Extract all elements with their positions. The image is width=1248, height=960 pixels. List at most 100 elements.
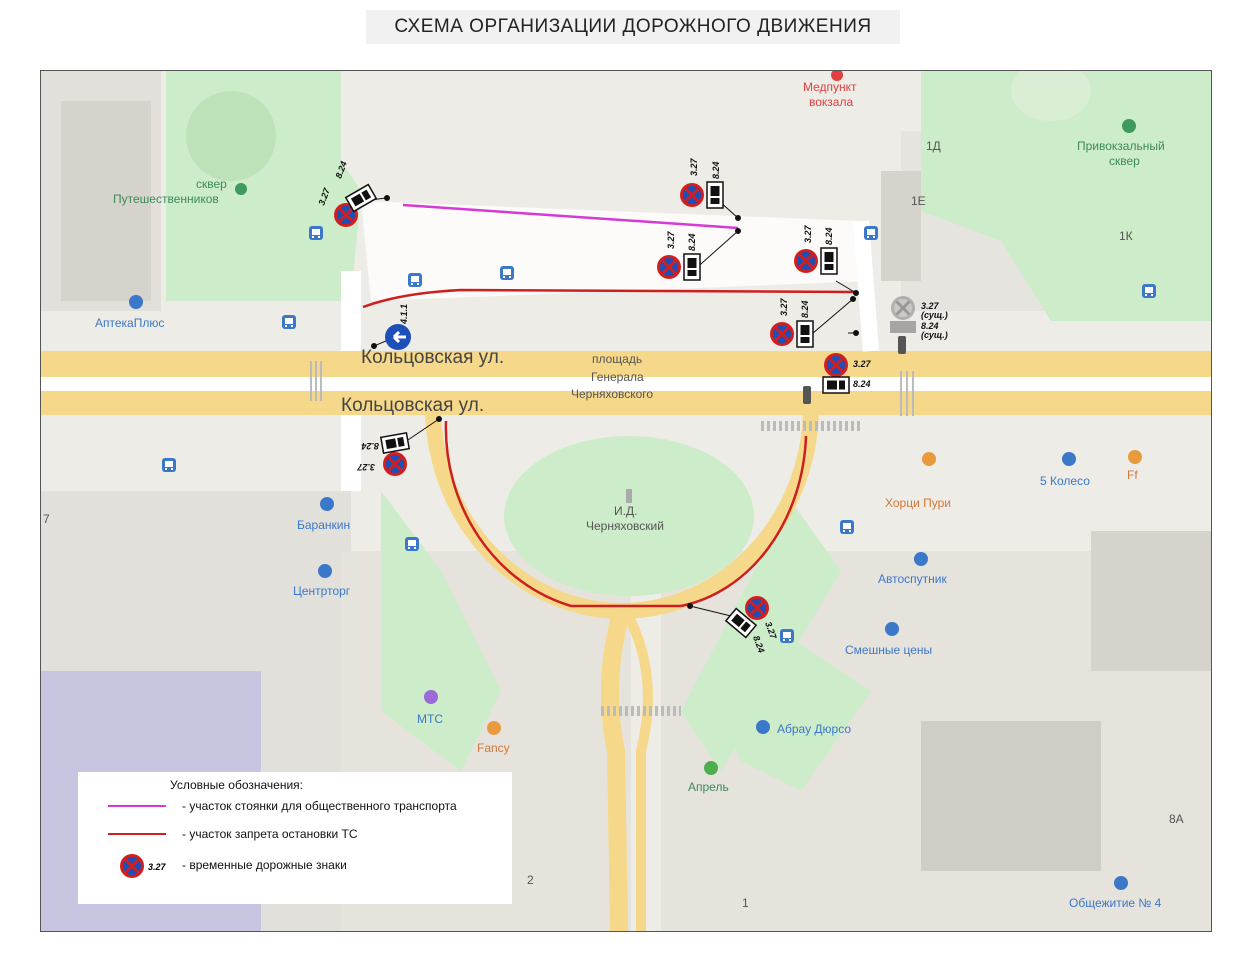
street-label: Кольцовская ул. <box>341 395 484 416</box>
park-icon <box>235 183 247 195</box>
pharmacy-cross-icon <box>704 761 718 775</box>
park-label: сквер <box>1109 154 1140 168</box>
no-stopping-zone-line-east <box>680 435 808 608</box>
bus-stop-icon <box>408 273 422 287</box>
house-number-label: 1 <box>742 896 749 910</box>
bus-stop-icon <box>405 537 419 551</box>
pharmacy-icon <box>129 295 143 309</box>
no-stopping-sign-icon <box>120 854 144 878</box>
sign-code-label: 8.24 <box>853 379 871 389</box>
sign-code-label: 3.27 <box>803 224 813 243</box>
sign-code-label: 3.27 <box>853 359 872 369</box>
plate-sign-icon[interactable] <box>380 432 410 454</box>
monument-label: И.Д. <box>614 504 637 518</box>
legend-bus-zone-swatch <box>108 805 166 807</box>
poi-label: Хорци Пури <box>885 496 951 510</box>
no-stopping-sign-icon[interactable] <box>768 320 796 348</box>
poi-label: вокзала <box>809 95 853 109</box>
legend-title: Условные обозначения: <box>170 778 303 792</box>
poi-label: Апрель <box>688 780 729 794</box>
sign-code-label: 8.24 <box>824 227 834 245</box>
direction-arrow-sign-icon[interactable] <box>385 324 411 350</box>
existing-sign-note: (сущ.) <box>921 310 948 320</box>
poi-label: Медпункт <box>803 80 857 94</box>
poi-label: Абрау Дюрсо <box>777 722 851 736</box>
sign-code-label: 4.1.1 <box>399 304 409 325</box>
no-stopping-sign-icon[interactable] <box>381 450 409 478</box>
house-number-label: 2 <box>527 873 534 887</box>
no-stopping-sign-icon[interactable] <box>822 351 850 379</box>
poi-label: Ff <box>1127 468 1138 482</box>
park-icon <box>1122 119 1136 133</box>
sign-code-label: 3.27 <box>689 157 699 176</box>
legend-sign-swatch: 3.27 <box>120 854 167 878</box>
poi-label: МТС <box>417 712 443 726</box>
sign-code-label: 3.27 <box>356 462 375 472</box>
cafe-icon <box>487 721 501 735</box>
plate-sign-icon[interactable] <box>822 376 850 394</box>
no-stopping-sign-icon[interactable] <box>655 253 683 281</box>
cafe-icon <box>1128 450 1142 464</box>
poi-label: Центрторг <box>293 584 351 598</box>
sign-code-label: 8.24 <box>687 233 697 251</box>
park-label: Привокзальный <box>1077 139 1165 153</box>
house-number-label: 8А <box>1169 812 1184 826</box>
legend-item-text: - временные дорожные знаки <box>182 858 347 872</box>
hotel-icon <box>1114 876 1128 890</box>
traffic-lights <box>803 336 906 404</box>
house-number-label: 1К <box>1119 229 1133 243</box>
medical-icon <box>831 71 843 81</box>
house-number-label: 7 <box>43 512 50 526</box>
plate-sign-icon[interactable] <box>706 181 724 209</box>
poi-label: 5 Колесо <box>1040 474 1090 488</box>
poi-label: Смешные цены <box>845 643 932 657</box>
poi-label: АптекаПлюс <box>95 316 164 330</box>
square-label: Черняховского <box>571 387 653 401</box>
plate-sign-icon[interactable] <box>683 253 701 281</box>
park-label: Путешественников <box>113 192 219 206</box>
shop-icon <box>885 622 899 636</box>
parks <box>166 71 1211 791</box>
park-label: сквер <box>196 177 227 191</box>
existing-signs[interactable]: 3.27 (сущ.) 8.24 (сущ.) <box>890 296 948 340</box>
sign-code-label: 3.27 <box>666 230 676 249</box>
bus-stop-icon <box>500 266 514 280</box>
poi-label: Fancy <box>477 741 510 755</box>
sign-code-label: 8.24 <box>711 161 721 179</box>
street-label: Кольцовская ул. <box>361 347 504 368</box>
legend-sign-code: 3.27 <box>148 862 167 872</box>
map-legend: Условные обозначения: - участок стоянки … <box>78 772 512 904</box>
square-label: площадь <box>592 352 642 366</box>
no-stopping-sign-icon[interactable] <box>792 247 820 275</box>
existing-plate-sign-icon[interactable] <box>890 321 916 333</box>
existing-plate-code: 8.24 <box>921 321 939 331</box>
bus-stop-icon <box>840 520 854 534</box>
bus-stop-icon <box>282 315 296 329</box>
crosswalks <box>310 361 914 716</box>
shop-icon <box>320 497 334 511</box>
page-title: СХЕМА ОРГАНИЗАЦИИ ДОРОЖНОГО ДВИЖЕНИЯ <box>366 10 900 44</box>
existing-no-stopping-sign-icon[interactable] <box>891 296 915 320</box>
house-number-label: 1Д <box>926 139 941 153</box>
existing-sign-code: 3.27 <box>921 301 940 311</box>
sign-code-label: 8.24 <box>800 300 810 318</box>
plate-sign-icon[interactable] <box>796 320 814 348</box>
poi-label: Автоспутник <box>878 572 947 586</box>
car-service-icon <box>1062 452 1076 466</box>
no-stopping-sign-icon[interactable] <box>743 594 771 622</box>
monument-label: Черняховский <box>586 519 664 533</box>
bus-parking-zone-line <box>402 203 739 230</box>
sign-code-label: 3.27 <box>779 297 789 316</box>
bus-stop-icon <box>1142 284 1156 298</box>
no-stopping-sign-icon[interactable] <box>678 181 706 209</box>
no-stopping-zone-line-north <box>362 288 857 309</box>
poi-label: Баранкин <box>297 518 350 532</box>
legend-no-stop-swatch <box>108 833 166 835</box>
existing-plate-note: (сущ.) <box>921 330 948 340</box>
poi-label: Общежитие № 4 <box>1069 896 1162 910</box>
no-stopping-zone-line-west <box>444 420 681 608</box>
poi-markers <box>129 71 1142 890</box>
plate-sign-icon[interactable] <box>820 247 838 275</box>
square-label: Генерала <box>591 370 644 384</box>
shop-icon <box>756 720 770 734</box>
